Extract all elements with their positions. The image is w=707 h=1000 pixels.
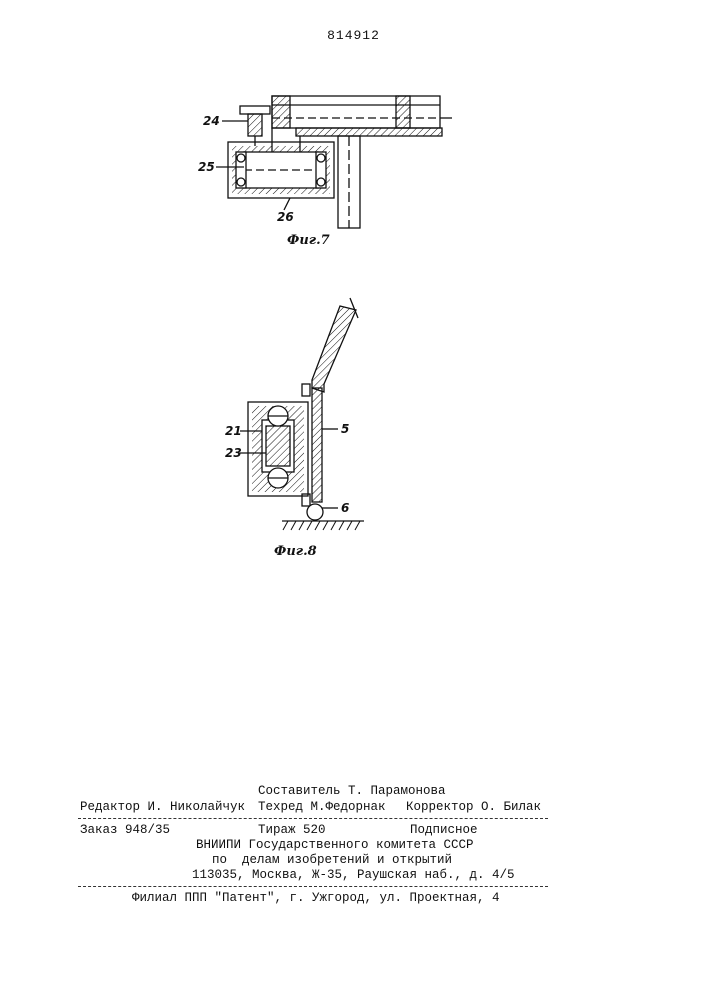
- label-25: 25: [198, 160, 215, 174]
- footer-compiler: Составитель Т. Парамонова: [258, 784, 446, 798]
- footer-podpisnoe: Подписное: [410, 823, 478, 837]
- fig8-roller-6: [307, 504, 323, 520]
- footer-org-2: по делам изобретений и открытий: [212, 853, 452, 867]
- footer-address: 113035, Москва, Ж-35, Раушская наб., д. …: [192, 868, 515, 882]
- footer-org-1: ВНИИПИ Государственного комитета СССР: [196, 838, 474, 852]
- footer-techred: Техред М.Федорнак: [258, 800, 386, 814]
- fig7-bolt-24: [248, 114, 262, 136]
- fig7-plate: [296, 128, 442, 136]
- footer-tirazh: Тираж 520: [258, 823, 326, 837]
- footer-rule-1: [78, 818, 548, 819]
- label-26: 26: [277, 210, 294, 224]
- label-6: 6: [341, 501, 349, 515]
- figure-7-caption: Фиг.7: [287, 233, 330, 248]
- label-23: 23: [225, 446, 242, 460]
- footer-corrector: Корректор О. Билак: [406, 800, 541, 814]
- footer-editor: Редактор И. Николайчук: [80, 800, 245, 814]
- label-24: 24: [203, 114, 220, 128]
- footer-rule-2: [78, 886, 548, 887]
- figure-8-caption: Фиг.8: [274, 544, 317, 559]
- fig7-upper-tube: [272, 96, 440, 128]
- footer-order: Заказ 948/35: [80, 823, 170, 837]
- fig8-insert-23: [266, 426, 290, 466]
- label-5: 5: [341, 422, 349, 436]
- label-21: 21: [225, 424, 242, 438]
- figure-8-drawing: [240, 298, 364, 530]
- footer-branch: Филиал ППП "Патент", г. Ужгород, ул. Про…: [132, 891, 500, 905]
- fig8-plate-5: [312, 388, 322, 502]
